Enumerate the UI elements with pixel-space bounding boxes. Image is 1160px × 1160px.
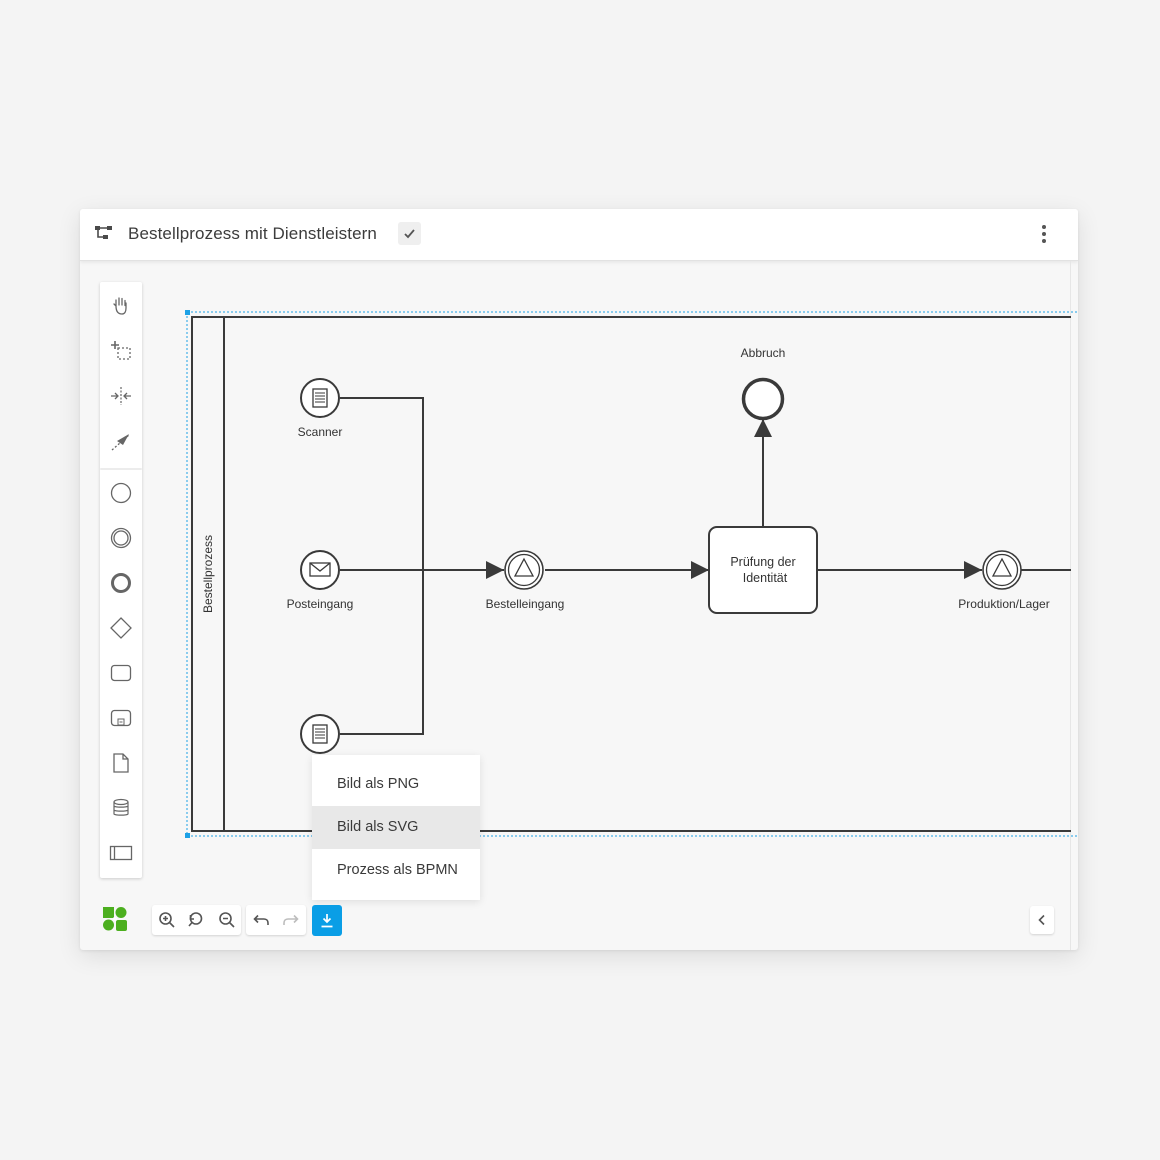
download-icon: [321, 914, 333, 928]
intermediate-event-tool[interactable]: [107, 524, 135, 552]
selection-handle[interactable]: [185, 310, 190, 315]
posteingang-label: Posteingang: [287, 597, 354, 611]
produktion-intermediate-event[interactable]: [982, 550, 1022, 590]
undo-icon: [253, 914, 269, 925]
export-png-option[interactable]: Bild als PNG: [337, 776, 420, 792]
database-icon: [113, 798, 129, 816]
tool-palette: [100, 282, 142, 878]
circle-double-icon: [110, 527, 132, 549]
lasso-tool[interactable]: [107, 337, 135, 365]
export-svg-option[interactable]: Bild als SVG: [312, 806, 480, 849]
rounded-rect-icon: [110, 664, 132, 682]
redo-button[interactable]: [276, 905, 306, 935]
hand-icon: [113, 297, 127, 315]
connect-arrow-icon: [111, 434, 130, 451]
history-controls: [246, 905, 306, 935]
produktion-label: Produktion/Lager: [958, 597, 1049, 611]
undo-button[interactable]: [246, 905, 276, 935]
zoom-out-button[interactable]: [212, 905, 242, 935]
checkmark-icon: [404, 229, 415, 239]
pool-label: Bestellprozess: [201, 535, 215, 613]
hand-tool[interactable]: [107, 292, 135, 320]
pool-outline[interactable]: [191, 316, 1071, 832]
export-bpmn-option[interactable]: Prozess als BPMN: [337, 862, 458, 878]
collapse-panel-button[interactable]: [1030, 906, 1054, 934]
download-button[interactable]: [312, 905, 342, 936]
space-icon: [111, 387, 131, 405]
zoom-reset-icon: [188, 912, 203, 927]
vertical-dots-icon: [1042, 225, 1046, 243]
zoom-in-icon: [159, 912, 175, 928]
logo-icon: [103, 907, 127, 931]
circle-thin-icon: [110, 482, 132, 504]
bestelleingang-intermediate-event[interactable]: [504, 550, 544, 590]
zoom-out-icon: [219, 912, 235, 928]
abbruch-end-event[interactable]: [741, 377, 785, 421]
selection-outline: [186, 311, 1078, 837]
lasso-select-icon: [111, 341, 131, 360]
pruefung-label-line2: Identität: [743, 571, 788, 585]
end-event-tool[interactable]: [107, 569, 135, 597]
scanner-start-event[interactable]: [300, 378, 340, 418]
zoom-reset-button[interactable]: [182, 905, 212, 935]
start-event-tool[interactable]: [107, 479, 135, 507]
abbruch-label: Abbruch: [741, 346, 786, 360]
diagram-canvas[interactable]: Bestellprozess Scanner Posteingang: [80, 209, 1078, 950]
pruefung-label-line1: Prüfung der: [730, 555, 795, 569]
pruefung-task[interactable]: Prüfung der Identität: [708, 526, 818, 614]
flow-scanner-merge[interactable]: [340, 397, 424, 735]
palette-separator: [100, 468, 142, 470]
connect-tool[interactable]: [107, 427, 135, 455]
chevron-left-icon: [1038, 914, 1045, 926]
zoom-in-button[interactable]: [152, 905, 182, 935]
data-object-tool[interactable]: [107, 749, 135, 777]
scanner-label: Scanner: [298, 425, 343, 439]
selection-handle[interactable]: [185, 833, 190, 838]
zoom-controls: [152, 905, 241, 935]
data-store-tool[interactable]: [107, 794, 135, 822]
process-map-icon: [94, 224, 114, 242]
posteingang-start-event[interactable]: [300, 550, 340, 590]
diamond-icon: [110, 617, 132, 639]
task-tool[interactable]: [107, 659, 135, 687]
subprocess-icon: [110, 709, 132, 727]
gateway-tool[interactable]: [107, 614, 135, 642]
saved-status-button[interactable]: [398, 222, 421, 245]
more-menu-button[interactable]: [1032, 221, 1056, 247]
canvas-border: [1070, 261, 1071, 950]
editor-header: Bestellprozess mit Dienstleistern: [80, 209, 1078, 261]
pool-tool[interactable]: [107, 839, 135, 867]
conditional-start-event[interactable]: [300, 714, 340, 754]
pool-icon: [109, 845, 133, 861]
space-tool[interactable]: [107, 382, 135, 410]
document-icon: [113, 753, 129, 773]
export-menu: Bild als PNG Bild als SVG Prozess als BP…: [312, 755, 480, 900]
subprocess-tool[interactable]: [107, 704, 135, 732]
process-editor-window: Bestellprozess mit Dienstleistern: [80, 209, 1078, 950]
redo-icon: [283, 914, 299, 925]
bestelleingang-label: Bestelleingang: [486, 597, 565, 611]
circle-thick-icon: [111, 573, 131, 593]
page-title: Bestellprozess mit Dienstleistern: [128, 224, 377, 243]
app-logo: [102, 906, 128, 932]
